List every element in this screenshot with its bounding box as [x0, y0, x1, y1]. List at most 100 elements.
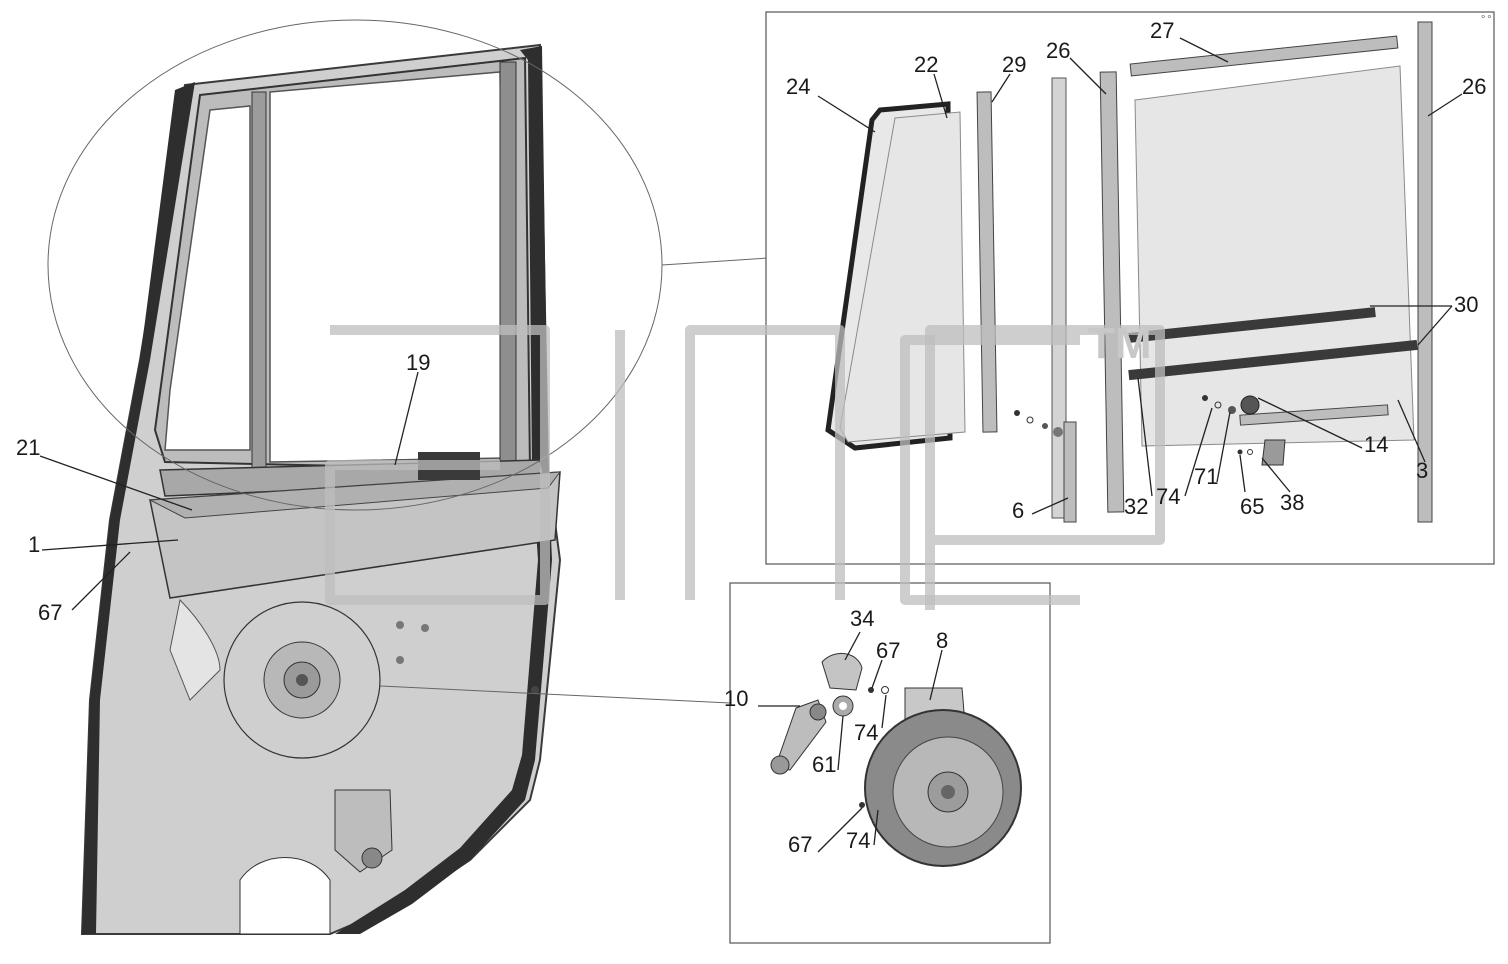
door-rear-seal	[335, 46, 552, 934]
callout-21: 21	[16, 435, 40, 460]
callout-61: 61	[812, 752, 836, 777]
leader-67b	[817, 807, 863, 853]
belt-strip-lower	[1128, 339, 1418, 381]
callout-74: 74	[1156, 484, 1180, 509]
leader-8	[929, 649, 943, 701]
bolt	[396, 621, 404, 629]
callout-67b: 67	[788, 832, 812, 857]
leader-26a	[1069, 57, 1107, 95]
regulator-parts-panel	[729, 582, 1051, 944]
guide-rail-left-b	[1099, 71, 1125, 513]
fastener	[1014, 410, 1020, 416]
callout-67-left: 67	[38, 600, 62, 625]
leader-34	[844, 631, 861, 661]
spring-washer-74	[881, 686, 889, 694]
callout-24: 24	[786, 74, 810, 99]
leader-61	[837, 715, 844, 771]
door-assembly	[47, 19, 663, 935]
callout-65: 65	[1240, 494, 1264, 519]
main-glass	[1134, 65, 1415, 447]
callout-8: 8	[936, 628, 948, 653]
washer-61-hole	[839, 702, 847, 710]
fastener	[1026, 416, 1034, 424]
regulator-gear-center	[941, 785, 955, 799]
leader-14	[1257, 397, 1363, 449]
callout-29: 29	[1002, 52, 1026, 77]
callout-27: 27	[1150, 18, 1174, 43]
callout-labels: 21 19 1 67 24 22 29 26 27 26 30 14 3 32 …	[16, 18, 1486, 857]
fastener	[1053, 427, 1063, 437]
leader-38	[1261, 457, 1291, 493]
guide-rail-left-a	[1051, 77, 1067, 519]
leader-19	[394, 371, 419, 466]
leader-27	[1179, 37, 1229, 63]
screw-67	[868, 687, 874, 693]
window-divider	[251, 91, 267, 473]
callout-3: 3	[1416, 458, 1428, 483]
leader-29	[991, 73, 1011, 103]
callout-34: 34	[850, 606, 874, 631]
small-channel-6	[1063, 421, 1077, 523]
lower-channel	[1239, 404, 1389, 426]
leader-74a	[881, 694, 887, 729]
screw-67	[859, 802, 865, 808]
fastener	[1214, 401, 1222, 409]
watermark-glyph-a	[325, 325, 550, 605]
leader-lines	[39, 37, 1463, 853]
bolt	[531, 686, 539, 694]
hinge-roller	[361, 847, 383, 869]
leader-30b	[1417, 305, 1453, 346]
watermark-glyph-c	[900, 335, 1080, 605]
callout-67a: 67	[876, 638, 900, 663]
callout-26a: 26	[1046, 38, 1070, 63]
callout-1: 1	[28, 532, 40, 557]
cover-34	[821, 653, 863, 691]
side-cutout	[169, 598, 221, 701]
leader-74	[1184, 407, 1213, 497]
callout-30: 30	[1454, 292, 1478, 317]
leader-3	[1397, 399, 1426, 463]
callout-19: 19	[406, 350, 430, 375]
leader-1	[41, 539, 179, 551]
bolt	[396, 656, 404, 664]
watermark-trademark: TM	[1088, 319, 1152, 368]
fastener	[1042, 423, 1048, 429]
fastener	[1202, 395, 1208, 401]
window-opening-main	[269, 71, 507, 463]
leader-71	[1216, 411, 1231, 483]
guide-rail-right	[1417, 21, 1433, 523]
belt-strip-upper	[1128, 307, 1376, 343]
leader-24	[817, 95, 876, 133]
callout-38: 38	[1280, 490, 1304, 515]
crank-hub	[809, 703, 827, 721]
callout-6: 6	[1012, 498, 1024, 523]
glass-lifter	[1240, 395, 1260, 415]
window-parts-panel: ∘∘	[765, 11, 1495, 565]
bolt	[421, 624, 429, 632]
leader-22	[933, 73, 948, 119]
channel-strip-29	[976, 91, 998, 433]
fastener	[1237, 449, 1243, 455]
top-rail	[1129, 35, 1399, 77]
watermark: TM	[325, 319, 1165, 610]
window-opening-front	[164, 105, 251, 451]
connector-lower	[379, 685, 731, 704]
leader-65	[1239, 454, 1246, 493]
crank-knob	[770, 755, 790, 775]
fastener	[1247, 449, 1253, 455]
callout-22: 22	[914, 52, 938, 77]
leader-26b	[1427, 93, 1463, 117]
leader-6	[1031, 497, 1069, 515]
callout-74a: 74	[854, 720, 878, 745]
regulator-center	[296, 674, 308, 686]
watermark-glyph-m	[685, 325, 845, 600]
leader-67-left	[71, 551, 131, 611]
door-seal	[82, 82, 195, 934]
bracket-38	[1261, 439, 1286, 466]
callout-32: 32	[1124, 494, 1148, 519]
leader-74b	[873, 809, 879, 846]
connector-upper	[661, 257, 769, 266]
leader-67a	[871, 659, 883, 689]
callout-71: 71	[1194, 464, 1218, 489]
